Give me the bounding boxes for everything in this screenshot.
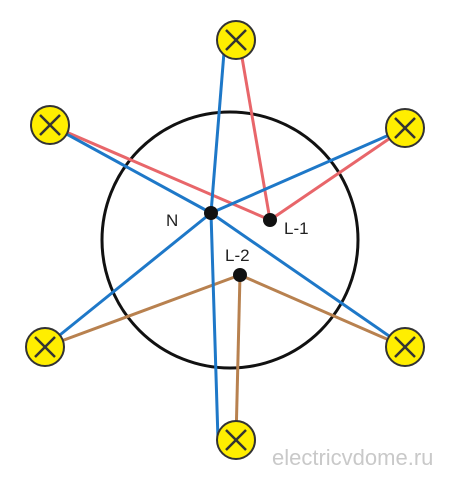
neutral-label: N <box>166 211 178 230</box>
lamp-top <box>216 20 256 60</box>
neutral-wires <box>44 39 406 441</box>
lamp-bottom <box>216 420 256 460</box>
line1-node <box>263 213 277 227</box>
neutral-wire-upper-right <box>210 126 406 215</box>
line2-wire-lower-left <box>44 273 241 349</box>
lamp-upper-right <box>385 108 425 148</box>
neutral-wire-lower-left <box>44 211 212 349</box>
neutral-wire-upper-left <box>49 123 212 215</box>
lamp-lower-right <box>385 327 425 367</box>
line1-label: L-1 <box>284 219 309 238</box>
lamp-lower-left <box>25 327 65 367</box>
line2-wires <box>44 273 406 441</box>
neutral-wire-bottom <box>209 212 220 441</box>
line1-wires <box>49 39 406 222</box>
neutral-wire-top <box>209 39 227 214</box>
neutral-wire-lower-right <box>210 211 406 349</box>
line1-wire-upper-right <box>269 126 406 222</box>
line2-wire-bottom <box>234 274 242 441</box>
line1-wire-upper-left <box>49 123 271 222</box>
line2-node <box>233 268 247 282</box>
lamp-upper-left <box>30 105 70 145</box>
junction-box-circle <box>100 110 360 370</box>
line2-wire-lower-right <box>239 273 406 349</box>
neutral-node <box>204 206 218 220</box>
watermark-text: electricvdome.ru <box>272 445 433 470</box>
line2-label: L-2 <box>225 246 250 265</box>
